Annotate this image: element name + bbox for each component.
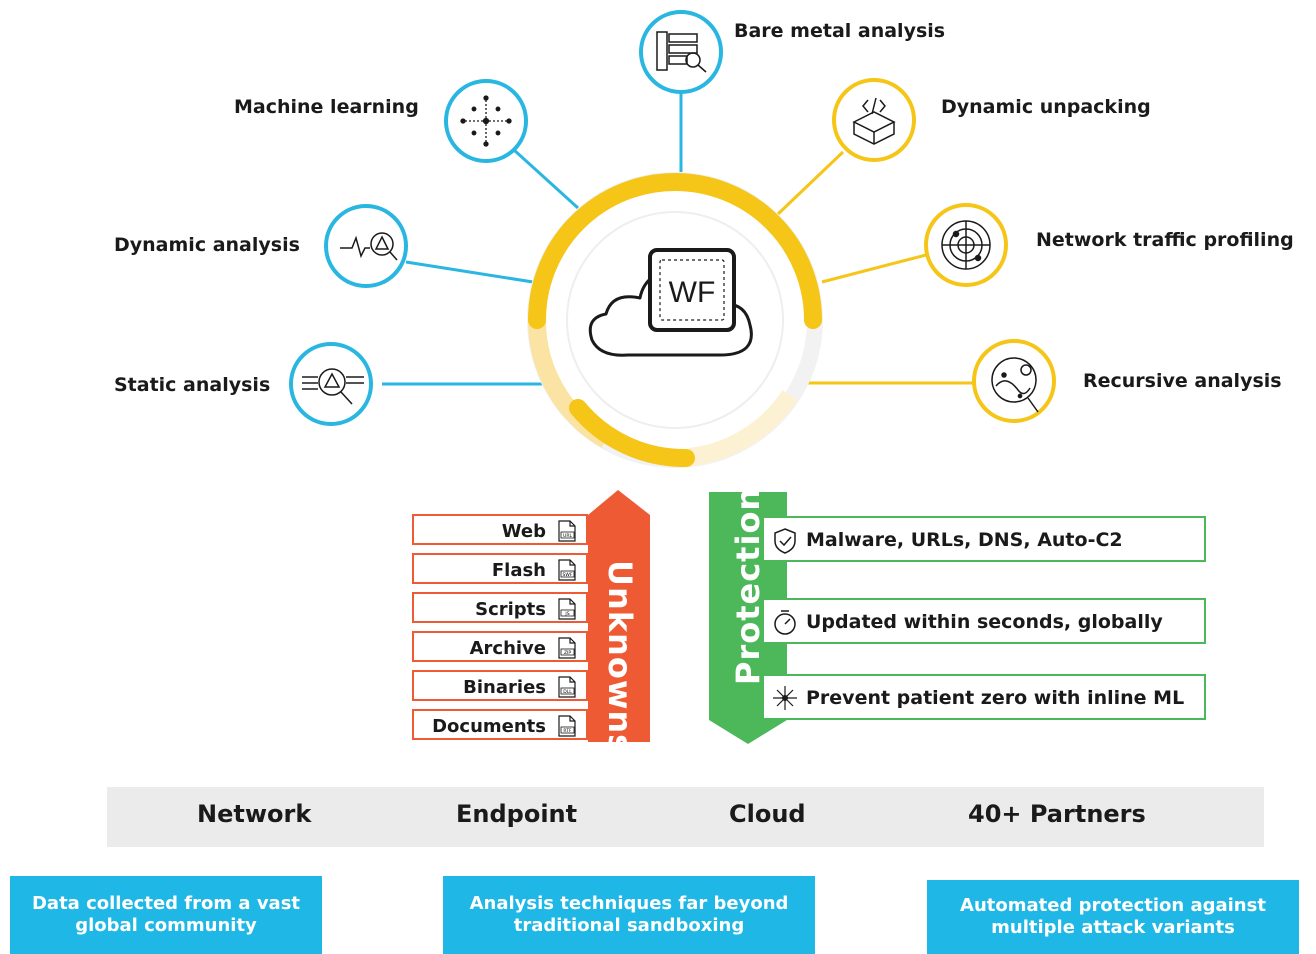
machine-learning-node [444,79,528,163]
technique-diagram: WF [289,10,1056,744]
protection-item-label: Malware, URLs, DNS, Auto-C2 [806,529,1123,551]
scan-warning-search-icon [302,368,364,405]
unknown-item-label: Flash [491,560,546,581]
network-traffic-node [924,203,1008,287]
ring-arc-main [528,173,822,329]
label-dynamic-unpacking: Dynamic unpacking [941,96,1151,118]
unknowns-title: Unknowns [601,560,639,755]
dynamic-analysis-node [324,204,408,288]
rtf-file-icon: RTF [558,715,576,737]
bare-metal-node [639,10,723,94]
dll-file-icon: DLL [558,676,576,698]
central-ring [527,172,823,468]
caption-center: Analysis techniques far beyond tradition… [443,876,815,954]
unknown-item-label: Archive [469,638,546,659]
wf-logo-text: WF [669,276,716,309]
label-recursive-analysis: Recursive analysis [1083,370,1282,392]
box-code-icon [852,97,896,145]
wf-chip [648,248,736,332]
label-network-traffic: Network traffic profiling [1036,229,1294,251]
ring-arc-pale-bottom [688,389,798,466]
platform-endpoint: Endpoint [456,800,578,828]
platform-partners: 40+ Partners [968,800,1146,828]
ml-network-icon [460,95,512,147]
caption-right: Automated protection against multiple at… [927,880,1299,954]
static-analysis-node [289,342,373,426]
recursive-analysis-node [972,339,1056,423]
protection-item: Updated within seconds, globally [762,598,1206,644]
unknown-item-label: Web [501,521,546,542]
connector-network-traffic [821,253,927,284]
connector-lines [382,90,976,386]
label-dynamic-analysis: Dynamic analysis [114,234,300,256]
radar-icon [941,220,991,270]
ring-arc-bottom [569,399,695,468]
platform-cloud: Cloud [729,800,806,828]
file-type-tag: JS [564,611,569,617]
platform-bar [107,787,1264,847]
label-bare-metal: Bare metal analysis [734,20,946,42]
microbe-search-icon [991,357,1039,413]
unknown-item-label: Binaries [463,677,546,698]
protection-item: Prevent patient zero with inline ML [762,674,1206,720]
unknowns-arrow [588,490,650,742]
connector-dynamic-analysis [405,260,534,284]
stopwatch-icon [774,610,796,635]
wildfire-cloud-icon: WF [588,248,753,357]
dynamic-unpacking-node [832,78,916,162]
js-file-icon: JS [558,598,576,620]
protection-item-label: Updated within seconds, globally [806,611,1163,633]
platform-network: Network [197,800,312,828]
protection-item-label: Prevent patient zero with inline ML [806,687,1185,709]
pulse-warning-search-icon [340,232,398,261]
connector-dynamic-unpacking [776,150,845,216]
file-type-tag: DLL [563,689,572,695]
unknown-item-label: Scripts [475,599,546,620]
file-type-tag: SWF [563,572,573,578]
shield-check-icon [774,528,796,554]
file-type-tag: URL [563,533,572,539]
caption-left: Data collected from a vast global commun… [10,876,322,954]
label-machine-learning: Machine learning [234,96,419,118]
zip-file-icon: ZIP [558,637,576,659]
unknown-item-label: Documents [432,716,546,737]
url-file-icon: URL [558,520,576,542]
connector-machine-learning [512,148,580,210]
file-type-tag: ZIP [564,650,571,656]
protection-item: Malware, URLs, DNS, Auto-C2 [762,516,1206,562]
label-static-analysis: Static analysis [114,374,271,396]
neural-burst-icon [773,686,797,710]
file-type-tag: RTF [563,728,572,734]
server-search-icon [656,31,707,73]
swf-file-icon: SWF [558,559,576,581]
